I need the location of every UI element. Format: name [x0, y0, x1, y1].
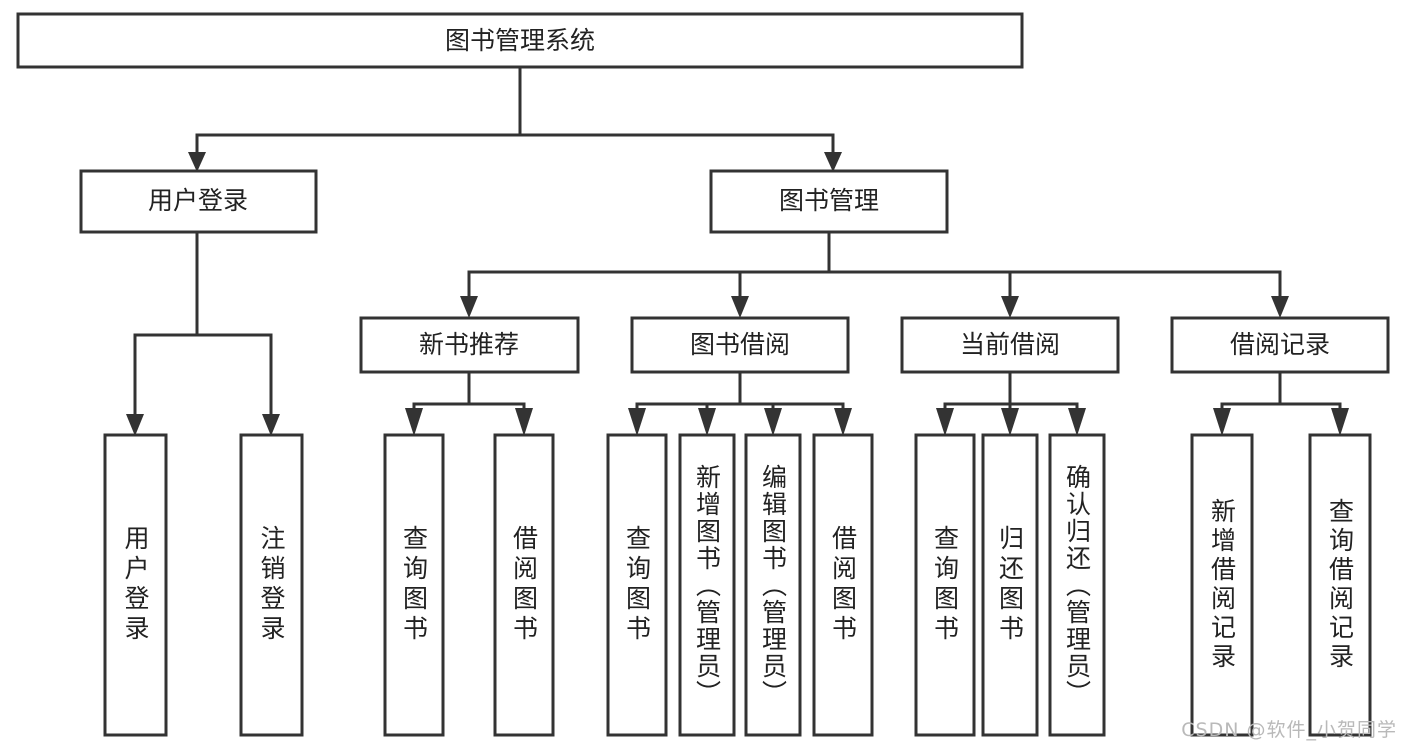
leaf-edit-book-admin-box[interactable] [744, 433, 802, 737]
new-book-recommend-box[interactable] [359, 316, 580, 374]
connector-user-login-to-leaves [133, 230, 273, 420]
arrow-to-leaf-logout-login [262, 414, 280, 436]
arrow-to-current-borrow [1001, 296, 1019, 318]
arrow-to-leaf-query-book-borrow [628, 408, 646, 436]
node-new-book-recommend[interactable]: 新书推荐 [359, 316, 580, 374]
book-borrow-label: 图书借阅 [690, 330, 790, 359]
arrow-to-leaf-borrow-book [834, 408, 852, 436]
connector-book-management-to-level3 [467, 230, 1282, 302]
arrow-to-leaf-query-book-current [936, 408, 954, 436]
connector-book-borrow-to-leaves [635, 370, 845, 420]
connectors-layer [126, 65, 1349, 436]
leaf-user-login-box[interactable] [103, 433, 168, 737]
root-box[interactable] [16, 12, 1024, 69]
leaf-boxes-layer [103, 433, 1372, 737]
arrow-to-book-borrow [731, 296, 749, 318]
node-borrow-record[interactable]: 借阅记录 [1170, 316, 1390, 374]
arrow-to-leaf-add-borrow-record [1213, 408, 1231, 436]
connector-root-to-level2 [195, 65, 835, 157]
arrow-to-leaf-borrow-book-recommend [515, 408, 533, 436]
arrow-to-leaf-return-book [1001, 408, 1019, 436]
new-book-recommend-label: 新书推荐 [419, 330, 519, 359]
borrow-record-box[interactable] [1170, 316, 1390, 374]
connector-new-book-recommend-to-leaves [412, 370, 526, 420]
leaf-add-book-admin-box[interactable] [678, 433, 736, 737]
leaf-query-borrow-record-box[interactable] [1308, 433, 1372, 737]
connector-borrow-record-to-leaves [1220, 370, 1342, 420]
borrow-record-label: 借阅记录 [1230, 330, 1330, 359]
node-book-management[interactable]: 图书管理 [709, 169, 949, 234]
csdn-watermark: CSDN @软件_小贺同学 [1181, 719, 1397, 741]
user-login-label: 用户登录 [148, 186, 248, 215]
arrow-to-leaf-edit-book-admin [764, 408, 782, 436]
leaf-borrow-book-recommend-box[interactable] [493, 433, 555, 737]
user-login-box[interactable] [79, 169, 318, 234]
arrow-to-user-login [188, 152, 206, 172]
book-management-box[interactable] [709, 169, 949, 234]
leaf-return-book-box[interactable] [981, 433, 1039, 737]
leaf-query-book-recommend-box[interactable] [383, 433, 445, 737]
arrow-to-leaf-user-login [126, 414, 144, 436]
leaf-add-borrow-record-box[interactable] [1190, 433, 1254, 737]
node-root[interactable]: 图书管理系统 [16, 12, 1024, 69]
leaf-query-book-current-box[interactable] [914, 433, 976, 737]
arrow-to-new-book-recommend [460, 296, 478, 318]
book-management-label: 图书管理 [779, 186, 879, 215]
arrow-to-book-management [824, 152, 842, 172]
node-book-borrow[interactable]: 图书借阅 [630, 316, 850, 374]
arrow-to-borrow-record [1271, 296, 1289, 318]
current-borrow-box[interactable] [900, 316, 1120, 374]
leaf-confirm-return-admin-box[interactable] [1048, 433, 1106, 737]
arrow-to-leaf-query-borrow-record [1331, 408, 1349, 436]
current-borrow-label: 当前借阅 [960, 330, 1060, 359]
node-current-borrow[interactable]: 当前借阅 [900, 316, 1120, 374]
leaf-logout-login-box[interactable] [239, 433, 304, 737]
arrow-to-leaf-add-book-admin [698, 408, 716, 436]
node-user-login[interactable]: 用户登录 [79, 169, 318, 234]
root-label: 图书管理系统 [445, 26, 595, 55]
leaf-borrow-book-box[interactable] [812, 433, 874, 737]
arrow-to-leaf-query-book-recommend [405, 408, 423, 436]
book-borrow-box[interactable] [630, 316, 850, 374]
leaf-query-book-borrow-box[interactable] [606, 433, 668, 737]
arrow-to-leaf-confirm-return-admin [1068, 408, 1086, 436]
